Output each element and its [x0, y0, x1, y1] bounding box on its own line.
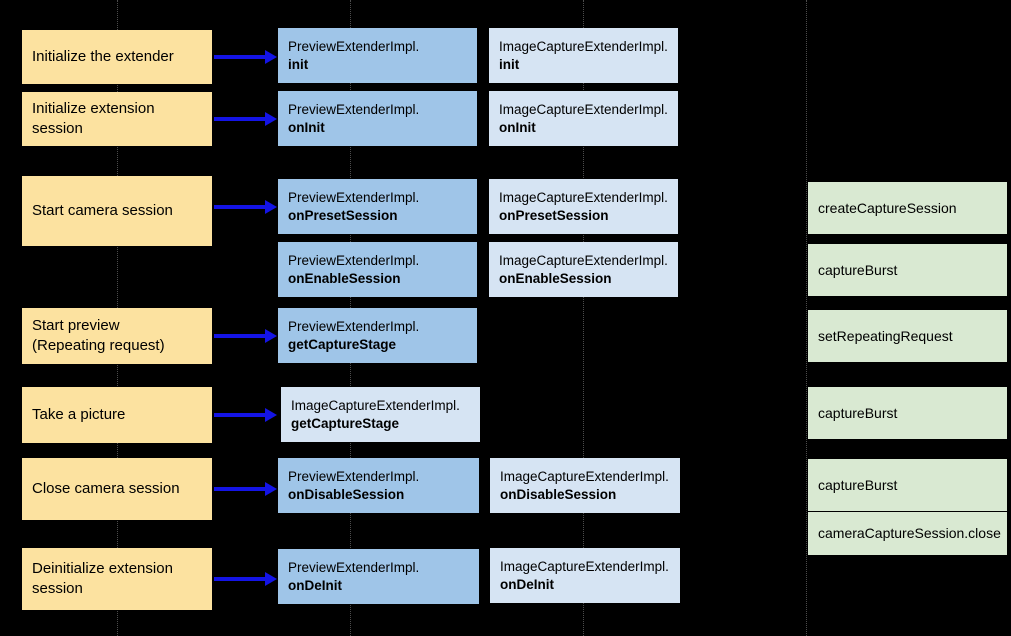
call-method: getCaptureStage — [288, 336, 397, 352]
call-class: PreviewExtenderImpl. — [288, 559, 420, 575]
stage-label: Start preview (Repeating request) — [32, 317, 165, 354]
guide-line-right — [806, 0, 807, 636]
stage-deinitialize-session[interactable]: Deinitialize extension session — [22, 548, 212, 610]
call-class: ImageCaptureExtenderImpl. — [499, 252, 668, 268]
camera-call-label: cameraCaptureSession.close — [818, 525, 1001, 542]
camera-call-label: captureBurst — [818, 261, 898, 278]
call-class: ImageCaptureExtenderImpl. — [499, 38, 668, 54]
preview-on-init[interactable]: PreviewExtenderImpl. onInit — [278, 91, 477, 146]
call-class: ImageCaptureExtenderImpl. — [500, 558, 669, 574]
camera-capture-session-close[interactable]: cameraCaptureSession.close — [808, 512, 1007, 555]
call-method: onDisableSession — [500, 486, 617, 502]
preview-on-disable-session[interactable]: PreviewExtenderImpl. onDisableSession — [278, 458, 479, 513]
arrow-to-preview-get-stage — [214, 329, 277, 343]
call-class: PreviewExtenderImpl. — [288, 318, 420, 334]
call-method: onDeInit — [288, 577, 342, 593]
guide-line-mid2 — [583, 0, 584, 636]
call-class: PreviewExtenderImpl. — [288, 468, 420, 484]
preview-init[interactable]: PreviewExtenderImpl. init — [278, 28, 477, 83]
capture-on-enable-session[interactable]: ImageCaptureExtenderImpl. onEnableSessio… — [489, 242, 678, 297]
call-method: onEnableSession — [288, 270, 401, 286]
call-method: init — [288, 56, 309, 72]
arrow-to-preview-on-init — [214, 112, 277, 126]
camera-create-capture-session[interactable]: createCaptureSession — [808, 182, 1007, 234]
call-method: onPresetSession — [499, 207, 609, 223]
stage-label: Deinitialize extension session — [32, 560, 173, 597]
call-method: init — [499, 56, 520, 72]
capture-on-deinit[interactable]: ImageCaptureExtenderImpl. onDeInit — [490, 548, 680, 603]
call-method: onEnableSession — [499, 270, 612, 286]
arrow-to-capture-get-stage — [214, 408, 277, 422]
stage-close-camera-session[interactable]: Close camera session — [22, 458, 212, 520]
camera-call-label: setRepeatingRequest — [818, 327, 953, 344]
call-class: ImageCaptureExtenderImpl. — [291, 397, 460, 413]
call-class: PreviewExtenderImpl. — [288, 101, 420, 117]
camera-call-label: captureBurst — [818, 404, 898, 421]
preview-on-preset-session[interactable]: PreviewExtenderImpl. onPresetSession — [278, 179, 477, 234]
call-method: onInit — [499, 119, 536, 135]
call-method: getCaptureStage — [291, 415, 400, 431]
camera-call-label: createCaptureSession — [818, 199, 957, 216]
stage-label: Close camera session — [32, 480, 180, 498]
arrow-to-preview-init — [214, 50, 277, 64]
camera-set-repeating-request[interactable]: setRepeatingRequest — [808, 310, 1007, 362]
preview-on-deinit[interactable]: PreviewExtenderImpl. onDeInit — [278, 549, 479, 604]
call-method: onDisableSession — [288, 486, 405, 502]
stage-label: Take a picture — [32, 406, 126, 424]
capture-init[interactable]: ImageCaptureExtenderImpl. init — [489, 28, 678, 83]
stage-initialize-extender[interactable]: Initialize the extender — [22, 30, 212, 84]
call-class: PreviewExtenderImpl. — [288, 252, 420, 268]
capture-on-preset-session[interactable]: ImageCaptureExtenderImpl. onPresetSessio… — [489, 179, 678, 234]
call-method: onInit — [288, 119, 325, 135]
capture-get-capture-stage[interactable]: ImageCaptureExtenderImpl. getCaptureStag… — [281, 387, 480, 442]
preview-get-capture-stage[interactable]: PreviewExtenderImpl. getCaptureStage — [278, 308, 477, 363]
stage-label: Initialize extension session — [32, 100, 155, 137]
call-class: PreviewExtenderImpl. — [288, 38, 420, 54]
arrow-to-preview-on-disable — [214, 482, 277, 496]
call-class: ImageCaptureExtenderImpl. — [500, 468, 669, 484]
stage-start-preview[interactable]: Start preview (Repeating request) — [22, 308, 212, 364]
stage-initialize-session[interactable]: Initialize extension session — [22, 92, 212, 146]
stage-start-camera-session[interactable]: Start camera session — [22, 176, 212, 246]
stage-take-a-picture[interactable]: Take a picture — [22, 387, 212, 443]
stage-label: Initialize the extender — [32, 48, 174, 66]
camera-capture-burst-2[interactable]: captureBurst — [808, 387, 1007, 439]
arrow-to-preview-on-deinit — [214, 572, 277, 586]
capture-on-init[interactable]: ImageCaptureExtenderImpl. onInit — [489, 91, 678, 146]
call-method: onDeInit — [500, 576, 554, 592]
call-class: ImageCaptureExtenderImpl. — [499, 101, 668, 117]
call-class: ImageCaptureExtenderImpl. — [499, 189, 668, 205]
call-class: PreviewExtenderImpl. — [288, 189, 420, 205]
stage-label: Start camera session — [32, 202, 173, 220]
call-method: onPresetSession — [288, 207, 398, 223]
camera-call-label: captureBurst — [818, 476, 898, 493]
preview-on-enable-session[interactable]: PreviewExtenderImpl. onEnableSession — [278, 242, 477, 297]
camera-capture-burst-1[interactable]: captureBurst — [808, 244, 1007, 296]
capture-on-disable-session[interactable]: ImageCaptureExtenderImpl. onDisableSessi… — [490, 458, 680, 513]
arrow-to-preview-on-preset — [214, 200, 277, 214]
camera-capture-burst-3[interactable]: captureBurst — [808, 459, 1007, 511]
